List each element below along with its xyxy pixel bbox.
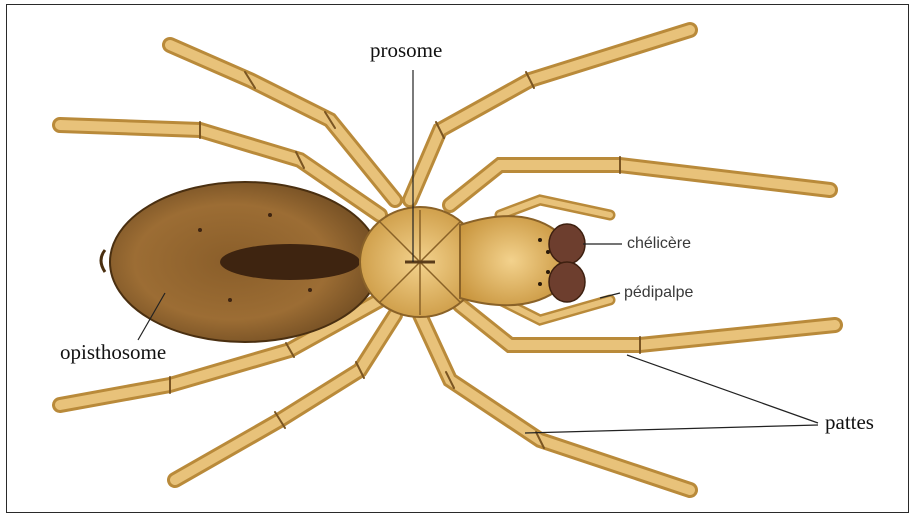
pedipalp-upper [500,200,610,215]
leg-upper-left-1 [170,45,395,200]
label-prosome: prosome [370,38,442,63]
label-pedipalpe: pédipalpe [624,284,693,302]
leader-pattes-2 [525,425,818,433]
label-pattes: pattes [825,410,874,435]
label-chelicere: chélicère [627,235,691,253]
leader-pattes-1 [627,355,818,423]
opisthosome-shape [101,182,380,342]
leg-upper-right-2 [450,165,830,205]
prosome-shape [360,207,563,317]
label-opisthosome: opisthosome [60,340,166,365]
